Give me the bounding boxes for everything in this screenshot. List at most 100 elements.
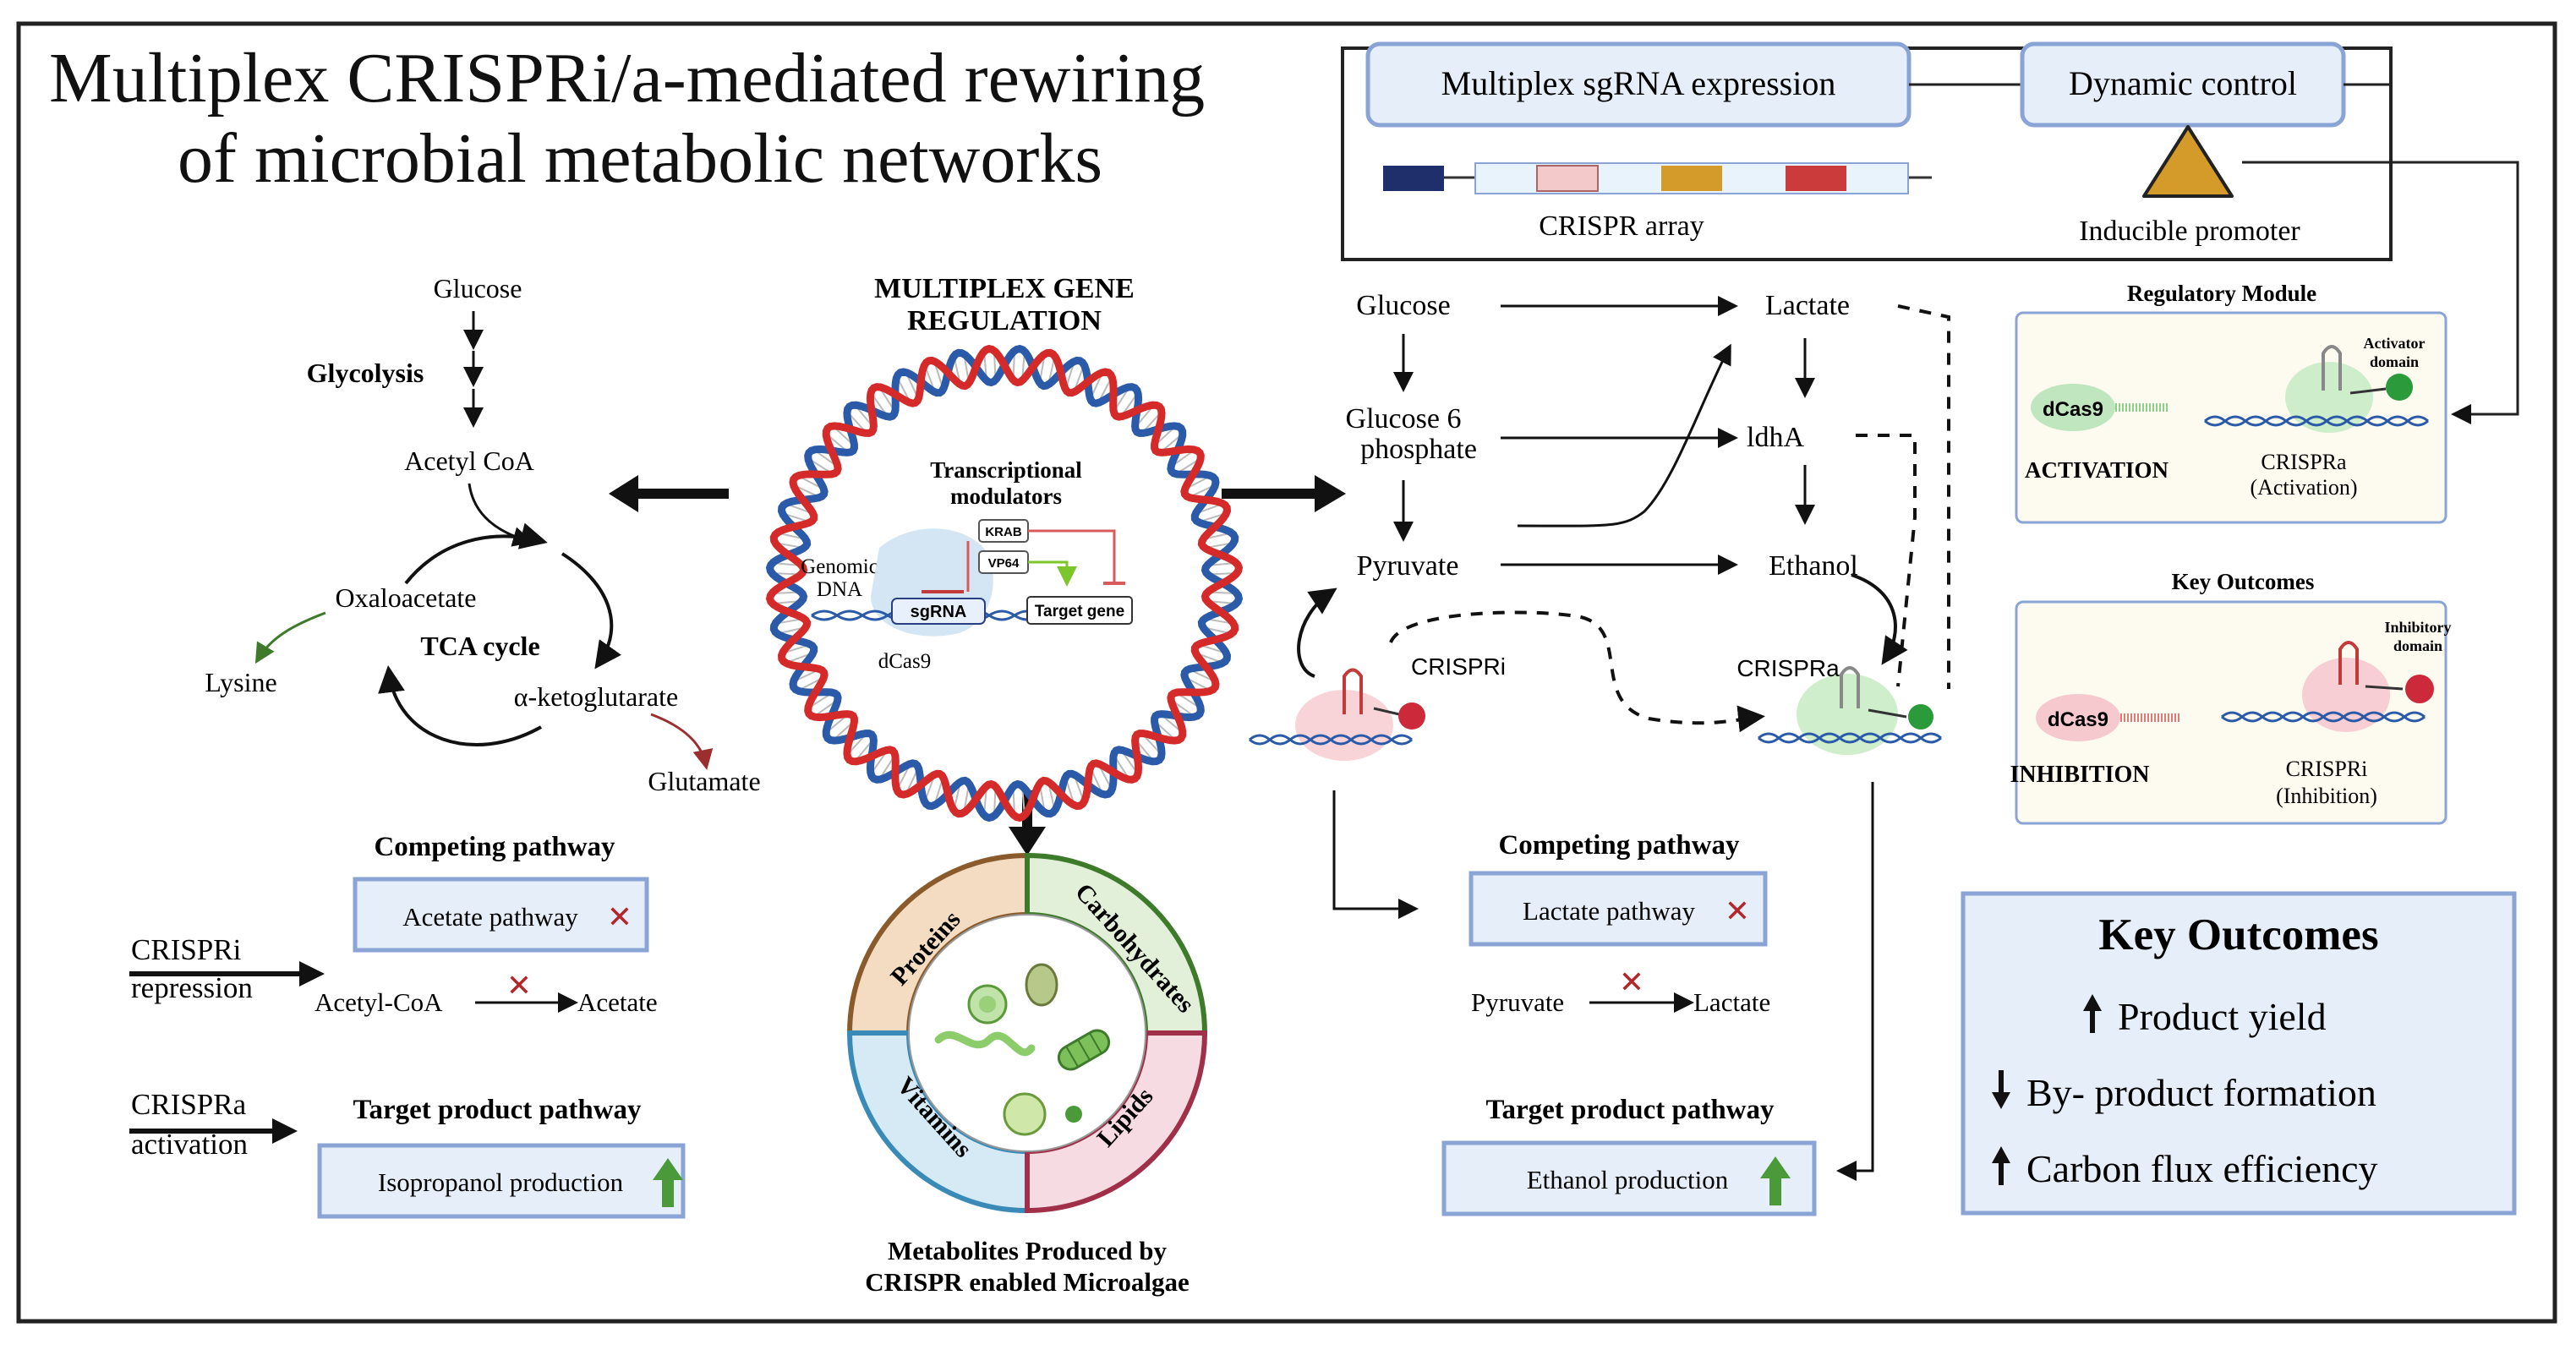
- inducible-promoter-label: Inducible promoter: [2079, 216, 2300, 247]
- tca-cycle-label: TCA cycle: [420, 631, 539, 661]
- acetate-pathway-label: Acetate pathway: [402, 902, 578, 932]
- lysine-label: Lysine: [205, 667, 276, 697]
- right-competing-title: Competing pathway: [1498, 830, 1740, 861]
- title: Multiplex CRISPRi/a-mediated rewiring of…: [49, 39, 1205, 198]
- right-pyruvate-reaction: Pyruvate: [1471, 987, 1564, 1017]
- up-arrow-icon: [1992, 1146, 2010, 1185]
- right-lactate-reaction: Lactate: [1693, 987, 1770, 1017]
- inhibition-dcas9-label: dCas9: [2048, 708, 2108, 731]
- g6p-line2: phosphate: [1360, 434, 1477, 465]
- inhibitory-domain-line2: domain: [2393, 637, 2442, 654]
- activator-domain-line2: domain: [2370, 353, 2419, 370]
- center-dcas9-label: dCas9: [878, 650, 932, 673]
- regulatory-crispra-line1: CRISPRa: [2261, 450, 2347, 474]
- dna-strand: [765, 344, 1244, 823]
- crispri-repression-line1: CRISPRi: [131, 933, 242, 966]
- krab-label: KRAB: [985, 525, 1021, 539]
- sgrna-expression-label: Multiplex sgRNA expression: [1441, 64, 1836, 102]
- right-lactate: Lactate: [1765, 290, 1850, 321]
- acetate-label: Acetate: [577, 987, 658, 1017]
- right-pathway: Glucose Glucose 6 phosphate Pyruvate Lac…: [1249, 290, 1950, 1216]
- up-arrow-icon: [2083, 994, 2102, 1033]
- key-outcomes-crispri-line2: (Inhibition): [2276, 784, 2377, 808]
- left-target-title: Target product pathway: [353, 1095, 642, 1125]
- right-glucose: Glucose: [1356, 290, 1450, 321]
- key-outcomes-title: Key Outcomes: [2098, 910, 2378, 959]
- acetyl-coa-cross-icon: ✕: [506, 968, 532, 1003]
- ethanol-production-box: [1441, 1140, 1817, 1216]
- lactate-cross-icon: ✕: [1725, 894, 1750, 928]
- glycolysis-label: Glycolysis: [307, 358, 424, 388]
- oxaloacetate-label: Oxaloacetate: [336, 582, 477, 613]
- left-pathway: Glucose Glycolysis Acetyl CoA Oxaloaceta…: [205, 273, 760, 796]
- isopropanol-up-arrow-icon: [653, 1158, 683, 1207]
- activator-domain-line1: Activator: [2364, 335, 2426, 352]
- title-line1: Multiplex CRISPRi/a-mediated rewiring: [49, 39, 1205, 118]
- pyruvate-cross-icon: ✕: [1619, 965, 1644, 999]
- right-crispra-complex: [1758, 573, 1942, 1181]
- target-gene-label: Target gene: [1035, 603, 1124, 620]
- left-acetyl-coa: Acetyl CoA: [404, 445, 534, 476]
- key-outcomes-small-title: Key Outcomes: [2172, 569, 2315, 594]
- modulators-line1: Transcriptional: [930, 457, 1082, 483]
- ldha-label: ldhA: [1747, 422, 1804, 453]
- right-ethanol: Ethanol: [1769, 550, 1858, 582]
- inhibitory-domain-icon: [2405, 675, 2434, 703]
- key-outcomes-crispri-line1: CRISPRi: [2286, 757, 2368, 781]
- ethanol-up-arrow-icon: [1760, 1156, 1791, 1205]
- activation-label: ACTIVATION: [2025, 457, 2169, 483]
- acetate-cross-icon: ✕: [607, 899, 632, 934]
- right-pyruvate: Pyruvate: [1357, 550, 1459, 582]
- crispr-array-label: CRISPR array: [1539, 210, 1704, 242]
- promoter-to-module-arrow: [2242, 161, 2519, 424]
- down-arrow-icon: [1992, 1070, 2010, 1109]
- right-crispri-complex: [1249, 588, 1425, 919]
- lactate-pathway-label: Lactate pathway: [1523, 896, 1695, 926]
- g6p-line1: Glucose 6: [1346, 403, 1462, 435]
- acetate-pathway-box: [353, 877, 649, 953]
- modulators-line2: modulators: [950, 484, 1062, 509]
- right-crispri-label: CRISPRi: [1411, 653, 1506, 680]
- top-control-panel: Multiplex sgRNA expression Dynamic contr…: [1341, 41, 2519, 424]
- right-target-title: Target product pathway: [1485, 1095, 1775, 1125]
- lactate-pathway-box: [1468, 871, 1768, 947]
- sgrna-label: sgRNA: [911, 603, 967, 621]
- left-acetyl-coa-reaction: Acetyl-CoA: [314, 987, 443, 1017]
- crispra-activation-line1: CRISPRa: [131, 1088, 247, 1121]
- tca-arc-right: [561, 552, 621, 670]
- inhibitory-domain-line1: Inhibitory: [2384, 619, 2451, 636]
- genomic-dna-line1: Genomic: [801, 555, 878, 578]
- inhibition-label: INHIBITION: [2010, 762, 2150, 788]
- regulatory-module: Regulatory Module dCas9 ACTIVATION Activ…: [2015, 281, 2447, 524]
- key-outcomes-box: [1961, 891, 2517, 1216]
- metabolites-caption-line2: CRISPR enabled Microalgae: [865, 1267, 1189, 1297]
- tca-arc-bottom: [378, 665, 542, 746]
- genomic-dna-line2: DNA: [817, 578, 862, 601]
- activation-dcas9-label: dCas9: [2043, 398, 2103, 421]
- metabolites-wheel: Proteins Carbohydrates Vitamins Lipids M…: [846, 852, 1208, 1297]
- regulatory-module-title: Regulatory Module: [2127, 281, 2316, 306]
- ketoglutarate-label: α-ketoglutarate: [514, 681, 678, 712]
- dynamic-control-label: Dynamic control: [2069, 64, 2297, 102]
- crispra-activation-line2: activation: [131, 1128, 248, 1161]
- crispri-repression-line2: repression: [131, 971, 253, 1004]
- isopropanol-box: [317, 1143, 686, 1219]
- tca-arc-top: [404, 522, 548, 585]
- left-glucose: Glucose: [434, 273, 522, 303]
- key-outcomes-inhibition: Key Outcomes dCas9 INHIBITION Inhibitory…: [2010, 569, 2452, 825]
- key-outcome-item: Carbon flux efficiency: [2026, 1147, 2378, 1190]
- right-crispra-label: CRISPRa: [1736, 655, 1840, 681]
- key-outcome-item: Product yield: [2118, 995, 2327, 1038]
- isopropanol-label: Isopropanol production: [378, 1167, 624, 1197]
- inducible-promoter-icon: [2142, 125, 2234, 198]
- center-heading-line2: REGULATION: [907, 305, 1102, 336]
- glutamate-label: Glutamate: [648, 766, 760, 796]
- left-competing-title: Competing pathway: [374, 832, 615, 862]
- ethanol-production-label: Ethanol production: [1527, 1165, 1729, 1194]
- dna-ring: [765, 344, 1244, 823]
- microalgae-icon: [934, 963, 1111, 1136]
- activator-domain-icon: [2386, 374, 2413, 401]
